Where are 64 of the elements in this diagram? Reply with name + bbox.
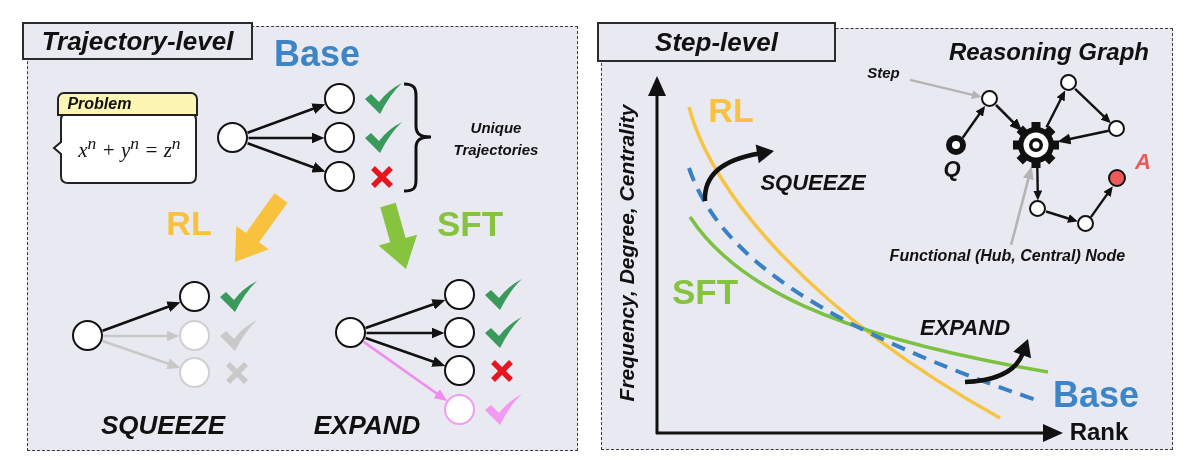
arrow	[247, 103, 326, 134]
trajectory-node	[178, 356, 210, 388]
arrow	[103, 330, 180, 342]
curve-label: RL	[708, 91, 754, 131]
arrow	[366, 327, 445, 339]
axis-label: Frequency, Degree, Centrality	[614, 104, 639, 402]
arrow	[365, 299, 446, 330]
arrow	[1057, 129, 1109, 145]
node-label: A	[1135, 149, 1151, 175]
trajectory-node	[178, 280, 210, 312]
panel-heading: Trajectory-level	[22, 22, 253, 60]
question-node	[946, 135, 967, 156]
trajectory-node	[443, 354, 475, 386]
graph-title: Reasoning Graph	[949, 38, 1149, 66]
trajectory-node	[323, 121, 355, 153]
arrow	[1045, 210, 1078, 223]
problem-card	[53, 92, 199, 185]
arrow	[365, 336, 446, 367]
curve-label: Base	[1052, 374, 1140, 416]
method-label: RL	[166, 204, 212, 244]
trajectory-node	[443, 393, 475, 425]
effect-label: EXPAND	[313, 411, 421, 441]
hub-gear-icon	[1013, 122, 1060, 169]
arrow	[995, 104, 1023, 132]
trajectory-node	[216, 121, 248, 153]
panel-heading: Step-level	[597, 22, 836, 62]
curve-label: SFT	[671, 271, 739, 313]
model-label: Base	[273, 33, 361, 75]
annotation-text: Unique Trajectories	[452, 118, 540, 160]
formula-text: x$^{n}$ + y$^{n}$ = z$^{n}$	[78, 133, 181, 164]
arrow	[1033, 166, 1043, 201]
trajectory-node	[323, 82, 355, 114]
trajectory-node	[443, 278, 475, 310]
trajectory-node	[334, 316, 366, 348]
effect-label: EXPAND	[919, 315, 1011, 341]
leader-line	[909, 78, 982, 99]
step-node	[1059, 73, 1077, 91]
arrow	[247, 142, 326, 173]
card-header: Problem	[57, 92, 199, 117]
trajectory-node	[323, 160, 355, 192]
arrow	[1074, 88, 1111, 124]
step-node	[1076, 214, 1094, 232]
trajectory-node	[443, 316, 475, 348]
arrow	[961, 105, 986, 139]
arrow	[248, 132, 325, 144]
callout-label: Step	[859, 63, 908, 83]
trajectory-node	[178, 319, 210, 351]
arrow	[102, 339, 181, 369]
arrow	[362, 340, 448, 402]
trajectory-node	[71, 319, 103, 351]
step-node	[1107, 119, 1125, 137]
step-node	[1028, 199, 1046, 217]
arrow	[1045, 90, 1066, 128]
effect-label: SQUEEZE	[760, 170, 866, 196]
arrow	[1089, 186, 1113, 218]
step-node	[980, 89, 998, 107]
leader-line	[1009, 166, 1034, 246]
axis-label: Rank	[1069, 418, 1129, 446]
answer-node	[1108, 169, 1127, 188]
effect-label: SQUEEZE	[100, 411, 226, 441]
node-label: Q	[943, 156, 961, 182]
method-label: SFT	[436, 203, 504, 245]
callout-label: Functional (Hub, Central) Node	[857, 246, 1158, 267]
arrow	[102, 301, 181, 332]
